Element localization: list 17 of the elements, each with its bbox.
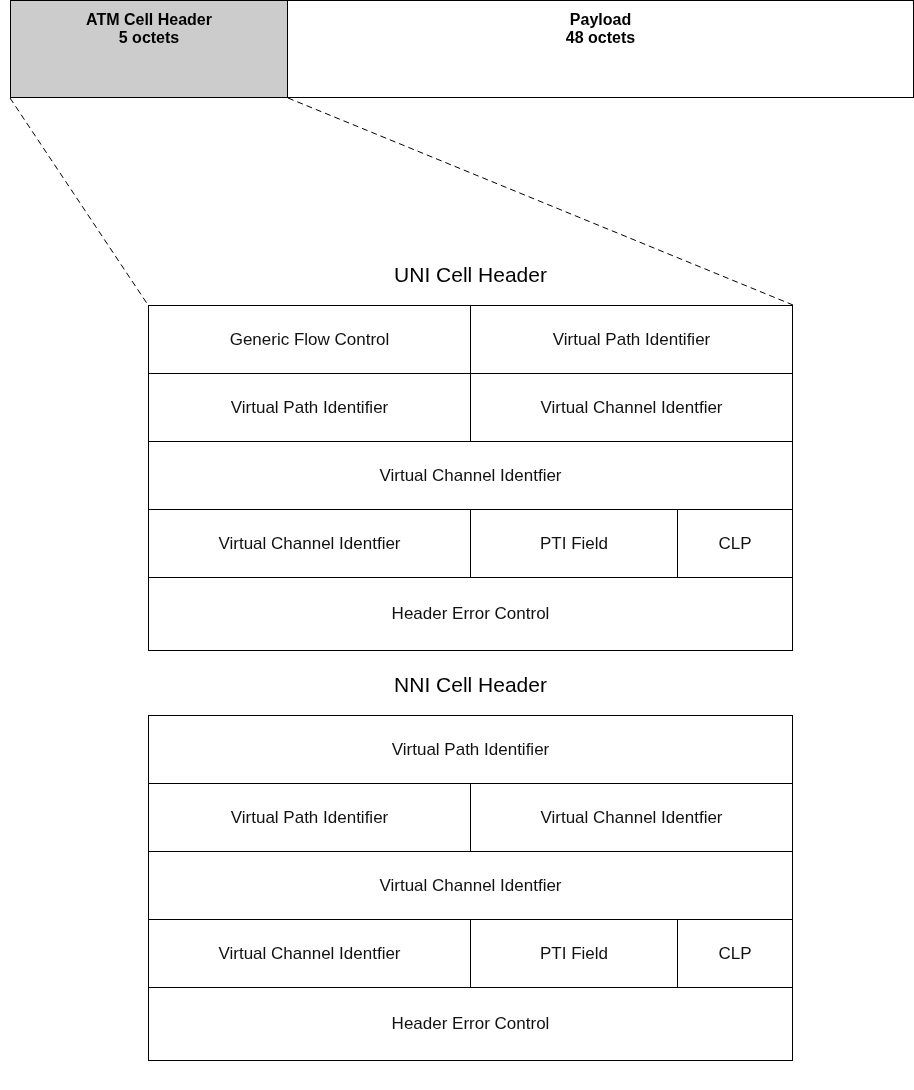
header-field: Header Error Control — [148, 987, 793, 1061]
cell-segment — [10, 0, 288, 98]
segment-label: 5 octets — [118, 29, 180, 47]
segment-label: Payload — [569, 11, 632, 29]
header-field: Virtual Path Identifier — [148, 715, 793, 784]
cell-segment — [287, 0, 914, 98]
segment-label: 48 octets — [565, 29, 636, 47]
header-field: Virtual Path Identifier — [470, 305, 793, 374]
table-title: UNI Cell Header — [393, 263, 548, 287]
table-title: NNI Cell Header — [393, 673, 548, 697]
header-field: Virtual Channel Identfier — [148, 441, 793, 510]
zoom-leader-line — [9, 97, 149, 306]
header-field: Virtual Channel Identfier — [148, 851, 793, 920]
zoom-leader-line — [287, 97, 794, 306]
segment-label: ATM Cell Header — [86, 11, 212, 29]
header-field: Header Error Control — [148, 577, 793, 651]
header-field: Generic Flow Control — [148, 305, 471, 374]
